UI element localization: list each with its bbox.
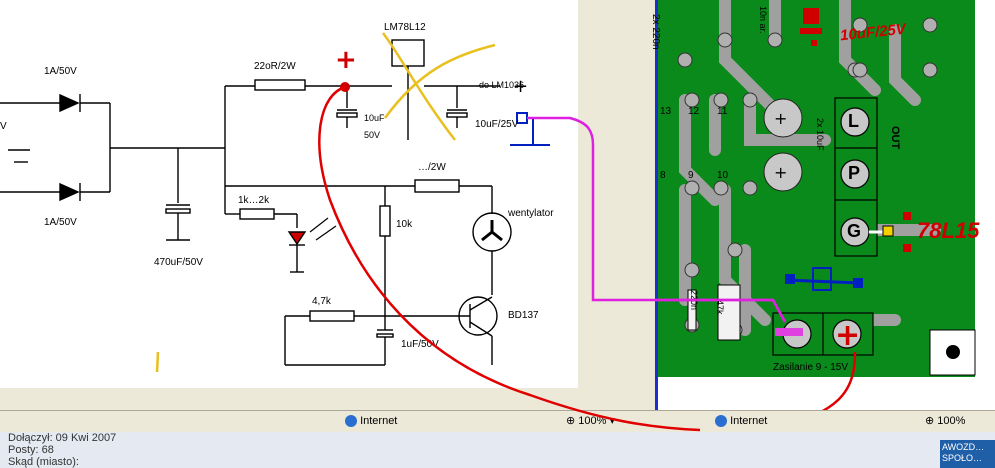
schematic-window: + + 1A/50V 1A/50V V 22oR/2W LM78L12 do L…: [0, 0, 655, 434]
pcb-pad-11: 11: [717, 106, 728, 117]
forum-posts: Posty: 68: [8, 444, 54, 456]
left-status-bar: Internet ⊕ 100% ▾: [0, 410, 655, 434]
pcb-cap-mini-label: 10n ar.: [758, 6, 768, 34]
pcb-pad-9: 9: [688, 170, 694, 181]
res-10k-label: 10k: [396, 219, 413, 230]
zoom-icon: ⊕: [566, 415, 576, 427]
pcb-cap-2x10uf-label: 2x 10uF: [815, 118, 825, 151]
pcb-zasilanie-label: Zasilanie 9 - 15V: [773, 362, 849, 373]
mounting-hole-icon: [946, 345, 960, 359]
pcb-pad-8: 8: [660, 170, 666, 181]
cap-10uf-label: 10uF: [364, 113, 385, 123]
pcb-pad-10: 10: [717, 170, 729, 181]
cap-1uf-label: 1uF/50V: [401, 339, 439, 350]
fan-label: wentylator: [508, 208, 554, 219]
diode-top-label: 1A/50V: [44, 66, 77, 77]
pcb-pad-12: 12: [688, 106, 700, 117]
do-lm-label: do LM1036: [479, 80, 525, 90]
pcb-window: + +: [545, 0, 995, 427]
pcb-handwritten-marks: +: [775, 8, 911, 353]
fan-icon: [481, 220, 503, 242]
pcb-pin-p: P: [848, 163, 861, 183]
pcb-out-label: OUT: [889, 126, 901, 150]
pcb-pin-g: G: [847, 221, 862, 241]
svg-text:+: +: [774, 163, 787, 182]
forum-user-info: Dołączył: 09 Kwi 2007 Posty: 68 Skąd (mi…: [0, 432, 995, 468]
left-zone-label: Internet: [360, 415, 398, 427]
right-zoom-label: 100%: [937, 415, 966, 427]
left-voltage-label: V: [0, 121, 7, 132]
corner-banner[interactable]: AWOZD… SPOŁO…: [940, 440, 995, 468]
led-arrows-icon: [309, 217, 337, 241]
right-zone-label: Internet: [730, 415, 768, 427]
globe-icon: [715, 415, 727, 428]
res-2w-label: …/2W: [418, 162, 446, 173]
cap-10uf-voltage-label: 50V: [364, 130, 381, 140]
right-zoom-control[interactable]: ⊕ 100%: [925, 413, 965, 429]
pcb-res-47k-label: 47k: [715, 300, 725, 315]
pcb-pad-13: 13: [660, 106, 672, 117]
schematic-drawing: + +: [0, 32, 550, 373]
cap-470-label: 470uF/50V: [154, 257, 203, 268]
globe-icon: [345, 415, 357, 428]
right-status-bar: Internet ⊕ 100%: [655, 410, 995, 433]
forum-joined: Dołączył: 09 Kwi 2007: [8, 432, 117, 444]
transistor-label: BD137: [508, 310, 539, 321]
left-zoom-control[interactable]: ⊕ 100% ▾: [566, 413, 615, 429]
zoom-icon: ⊕: [925, 415, 935, 427]
chevron-down-icon[interactable]: ▾: [609, 415, 616, 427]
pcb-drawing: + +: [545, 0, 976, 427]
cap-10uf-25v-label: 10uF/25V: [475, 119, 519, 130]
schematic-canvas: + + 1A/50V 1A/50V V 22oR/2W LM78L12 do L…: [0, 0, 578, 388]
pcb-pin-l: L: [848, 111, 859, 131]
forum-from: Skąd (miasto):: [8, 456, 79, 468]
res-47k-label: 4,7k: [312, 296, 331, 307]
corner-banner-line1: AWOZD…: [942, 442, 985, 452]
svg-text:+: +: [774, 109, 787, 128]
regulator-label: LM78L12: [384, 22, 426, 33]
left-zone-cell: Internet: [345, 413, 397, 429]
pcb-cap-220n-b-label: 220n: [689, 290, 699, 311]
right-zone-cell: Internet: [715, 413, 767, 429]
res-1k2k-label: 1k…2k: [238, 195, 270, 206]
left-zoom-label: 100%: [578, 415, 607, 427]
pcb-cap-220n-label: 2x 220n: [650, 14, 661, 50]
svg-text:+: +: [835, 318, 860, 353]
svg-text:+: +: [335, 45, 357, 75]
diode-bottom-label: 1A/50V: [44, 217, 77, 228]
pcb-handwritten-78l15: 78L15: [917, 218, 980, 243]
resistor-220-label: 22oR/2W: [254, 61, 296, 72]
corner-banner-line2: SPOŁO…: [942, 453, 983, 463]
